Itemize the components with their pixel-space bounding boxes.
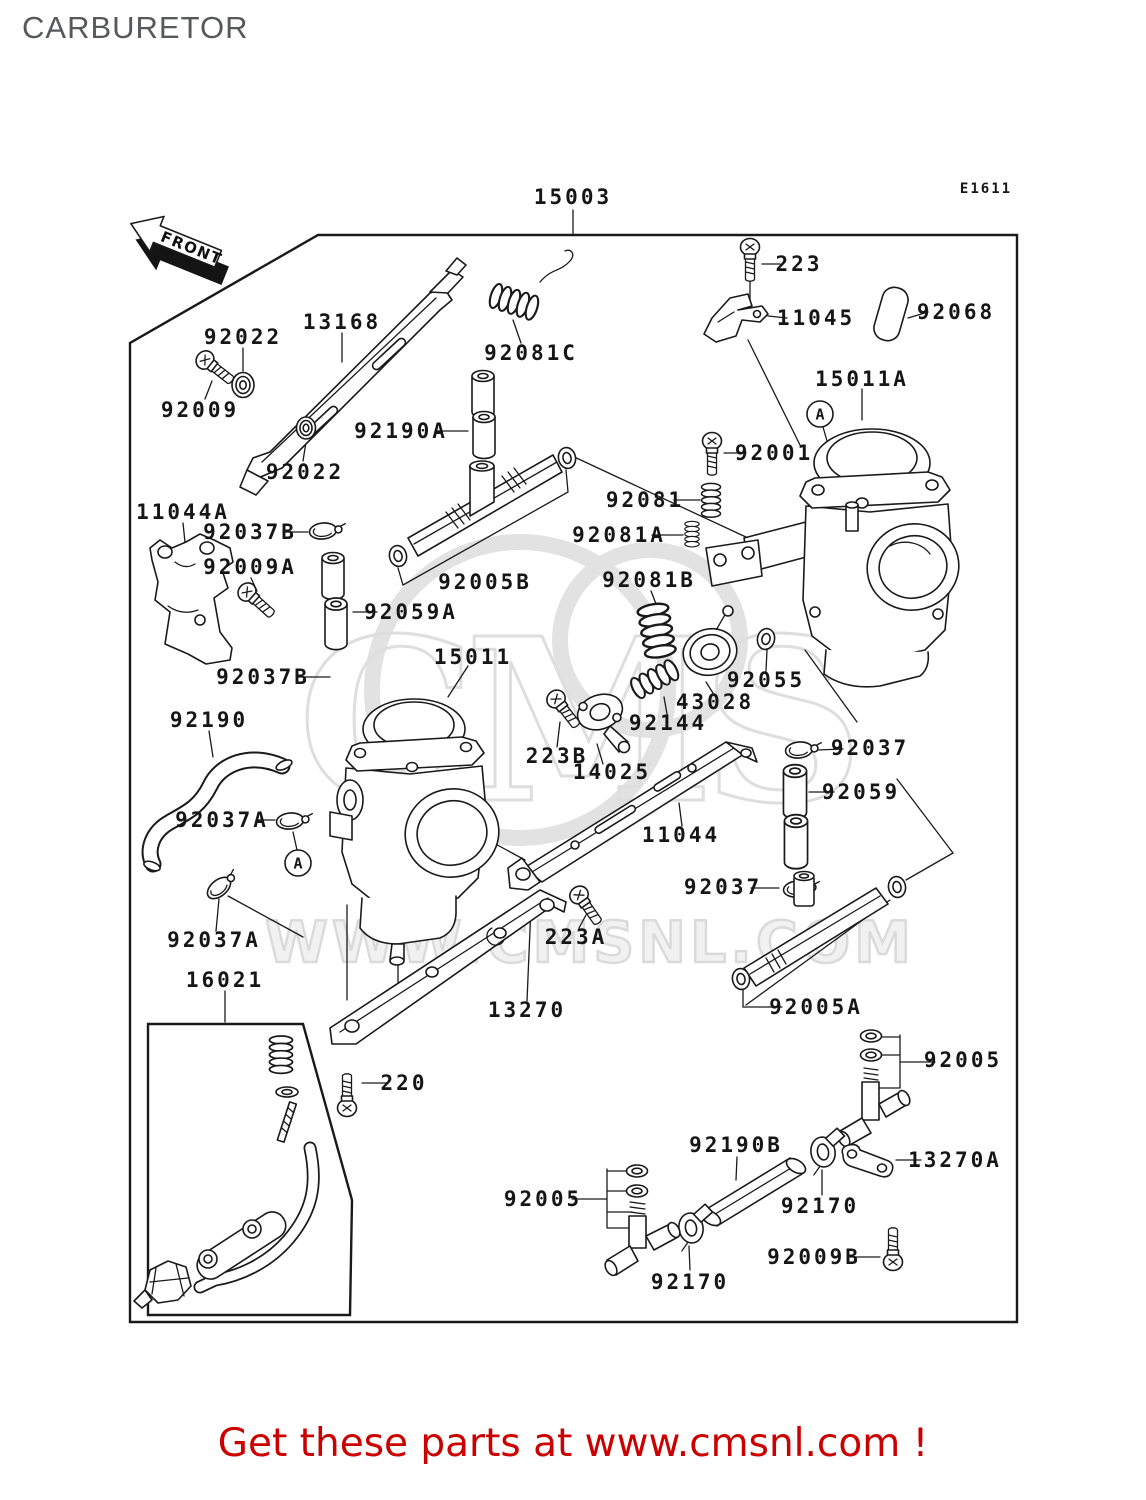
part-label-11045[interactable]: 11045 (777, 306, 855, 330)
part-label-92190B[interactable]: 92190B (689, 1133, 783, 1157)
clamp-92037B-a (307, 519, 348, 542)
part-label-92081A[interactable]: 92081A (572, 523, 666, 547)
svg-text:A: A (815, 406, 824, 424)
grommet-92022-b (295, 416, 317, 440)
bracket-11044A (149, 533, 234, 665)
part-label-13270[interactable]: 13270 (488, 998, 566, 1022)
tube-92190B (700, 1157, 807, 1227)
front-arrow-icon (130, 215, 223, 268)
part-label-92009[interactable]: 92009 (161, 398, 239, 422)
diaphragm-43028 (682, 605, 738, 677)
tubes-92190A (471, 369, 496, 460)
part-label-92190A[interactable]: 92190A (354, 419, 448, 443)
callout-A: A (284, 849, 312, 877)
cap-92068 (873, 286, 909, 342)
part-label-92059[interactable]: 92059 (822, 780, 900, 804)
part-label-92081C[interactable]: 92081C (484, 341, 578, 365)
leader-lines (182, 209, 954, 1271)
part-label-13168[interactable]: 13168 (303, 310, 381, 334)
part-label-92190[interactable]: 92190 (170, 708, 248, 732)
link-13270A (841, 1143, 894, 1178)
part-label-92170[interactable]: 92170 (781, 1194, 859, 1218)
float-assembly-16021 (133, 1022, 354, 1317)
part-label-92022[interactable]: 92022 (266, 460, 344, 484)
diagram-border (128, 233, 1019, 1324)
tubes-92059 (782, 763, 809, 870)
part-label-223B[interactable]: 223B (526, 744, 589, 768)
part-label-92068[interactable]: 92068 (917, 300, 995, 324)
clamp-92037A-b (202, 866, 243, 904)
spring-92081 (700, 482, 722, 518)
part-label-92081[interactable]: 92081 (606, 488, 684, 512)
screw-220 (336, 1073, 358, 1118)
bracket-11045 (703, 293, 769, 343)
part-label-92081B[interactable]: 92081B (602, 568, 696, 592)
hose-92190 (141, 751, 293, 873)
part-label-11044A[interactable]: 11044A (136, 500, 230, 524)
part-label-15003[interactable]: 15003 (534, 185, 612, 209)
fitting-92005-bottom (604, 1164, 681, 1277)
part-label-11044[interactable]: 11044 (642, 823, 720, 847)
part-label-92022[interactable]: 92022 (204, 325, 282, 349)
screw-223 (739, 237, 761, 283)
part-label-E1611[interactable]: E1611 (960, 181, 1012, 197)
part-label-92055[interactable]: 92055 (727, 668, 805, 692)
part-label-15011[interactable]: 15011 (434, 645, 512, 669)
part-label-92009A[interactable]: 92009A (203, 555, 297, 579)
carburetor-body-left (329, 698, 500, 966)
screw-92009 (191, 346, 239, 390)
part-label-13270A[interactable]: 13270A (908, 1148, 1002, 1172)
part-label-16021[interactable]: 16021 (186, 968, 264, 992)
part-label-15011A[interactable]: 15011A (815, 367, 909, 391)
tubes-92059A (321, 551, 348, 651)
part-label-92059A[interactable]: 92059A (364, 600, 458, 624)
spring-92081C (486, 249, 574, 323)
plate-13270 (329, 889, 567, 1045)
part-label-223[interactable]: 223 (776, 252, 823, 276)
svg-text:A: A (293, 855, 302, 873)
clamp-92170-left (673, 1202, 720, 1252)
part-label-92005A[interactable]: 92005A (769, 995, 863, 1019)
part-label-92009B[interactable]: 92009B (767, 1245, 861, 1269)
footer-banner[interactable]: Get these parts at www.cmsnl.com ! (217, 1421, 929, 1466)
part-label-14025[interactable]: 14025 (573, 760, 651, 784)
page-title: CARBURETOR (22, 10, 249, 45)
part-label-223A[interactable]: 223A (545, 925, 608, 949)
screw-92009B (882, 1227, 904, 1272)
part-label-92037A[interactable]: 92037A (175, 808, 269, 832)
fitting-92005-right (837, 1029, 911, 1148)
screw-92001 (701, 431, 723, 477)
part-label-220[interactable]: 220 (381, 1071, 428, 1095)
part-label-92037A[interactable]: 92037A (167, 928, 261, 952)
part-label-92005B[interactable]: 92005B (438, 570, 532, 594)
valve-14025 (576, 693, 631, 754)
part-label-92037B[interactable]: 92037B (203, 520, 297, 544)
part-label-92001[interactable]: 92001 (735, 441, 813, 465)
fuel-pipe-92005B (386, 445, 579, 569)
part-label-92037B[interactable]: 92037B (216, 665, 310, 689)
part-label-92170[interactable]: 92170 (651, 1270, 729, 1294)
spring-92081A (684, 520, 700, 548)
part-label-92037[interactable]: 92037 (831, 736, 909, 760)
rail-11044 (507, 741, 758, 891)
part-label-92005[interactable]: 92005 (924, 1048, 1002, 1072)
callout-A: A (806, 400, 834, 428)
part-label-92144[interactable]: 92144 (629, 711, 707, 735)
t-pipe-92005A (730, 870, 908, 992)
part-label-92037[interactable]: 92037 (684, 875, 762, 899)
carburetor-body-right (705, 428, 960, 688)
screw-92009A (233, 578, 280, 623)
part-label-43028[interactable]: 43028 (676, 690, 754, 714)
front-badge: FRONT (130, 215, 229, 286)
grommet-92022-a (231, 371, 255, 399)
part-label-92005[interactable]: 92005 (504, 1187, 582, 1211)
callouts-layer: AA (284, 400, 834, 877)
